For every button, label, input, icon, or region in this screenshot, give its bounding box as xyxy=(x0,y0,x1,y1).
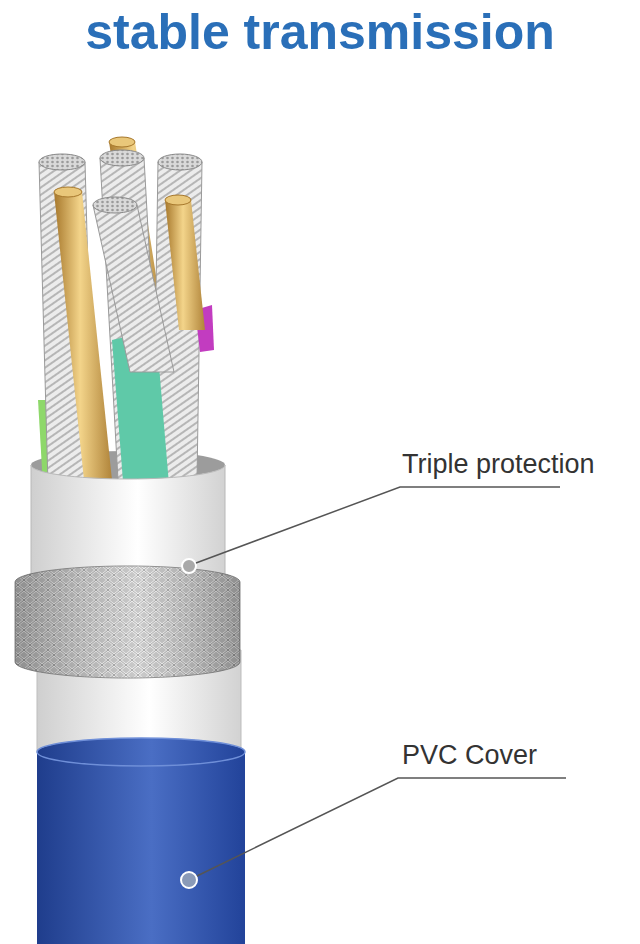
stranded-wire-end xyxy=(100,150,144,166)
title: stable transmission xyxy=(0,4,640,62)
pvc-jacket xyxy=(37,738,245,944)
stranded-wire xyxy=(93,205,174,372)
braided-shield xyxy=(15,566,240,678)
copper-wire-end xyxy=(165,195,191,205)
copper-wire xyxy=(54,192,112,480)
stranded-wire-end xyxy=(39,154,85,170)
copper-wire xyxy=(165,200,205,330)
leader-line xyxy=(197,778,566,876)
braid-shading xyxy=(15,566,240,678)
stranded-wire-end xyxy=(93,197,137,213)
stranded-wire-end xyxy=(158,154,202,170)
leader-line xyxy=(196,487,560,563)
copper-wire-end xyxy=(54,187,82,197)
leader-dot xyxy=(182,559,196,573)
jacket-rim xyxy=(37,738,245,766)
part-label: Triple protection xyxy=(402,449,595,480)
leader-dot xyxy=(181,872,197,888)
part-label: PVC Cover xyxy=(402,740,537,771)
copper-wire-end xyxy=(109,137,135,147)
